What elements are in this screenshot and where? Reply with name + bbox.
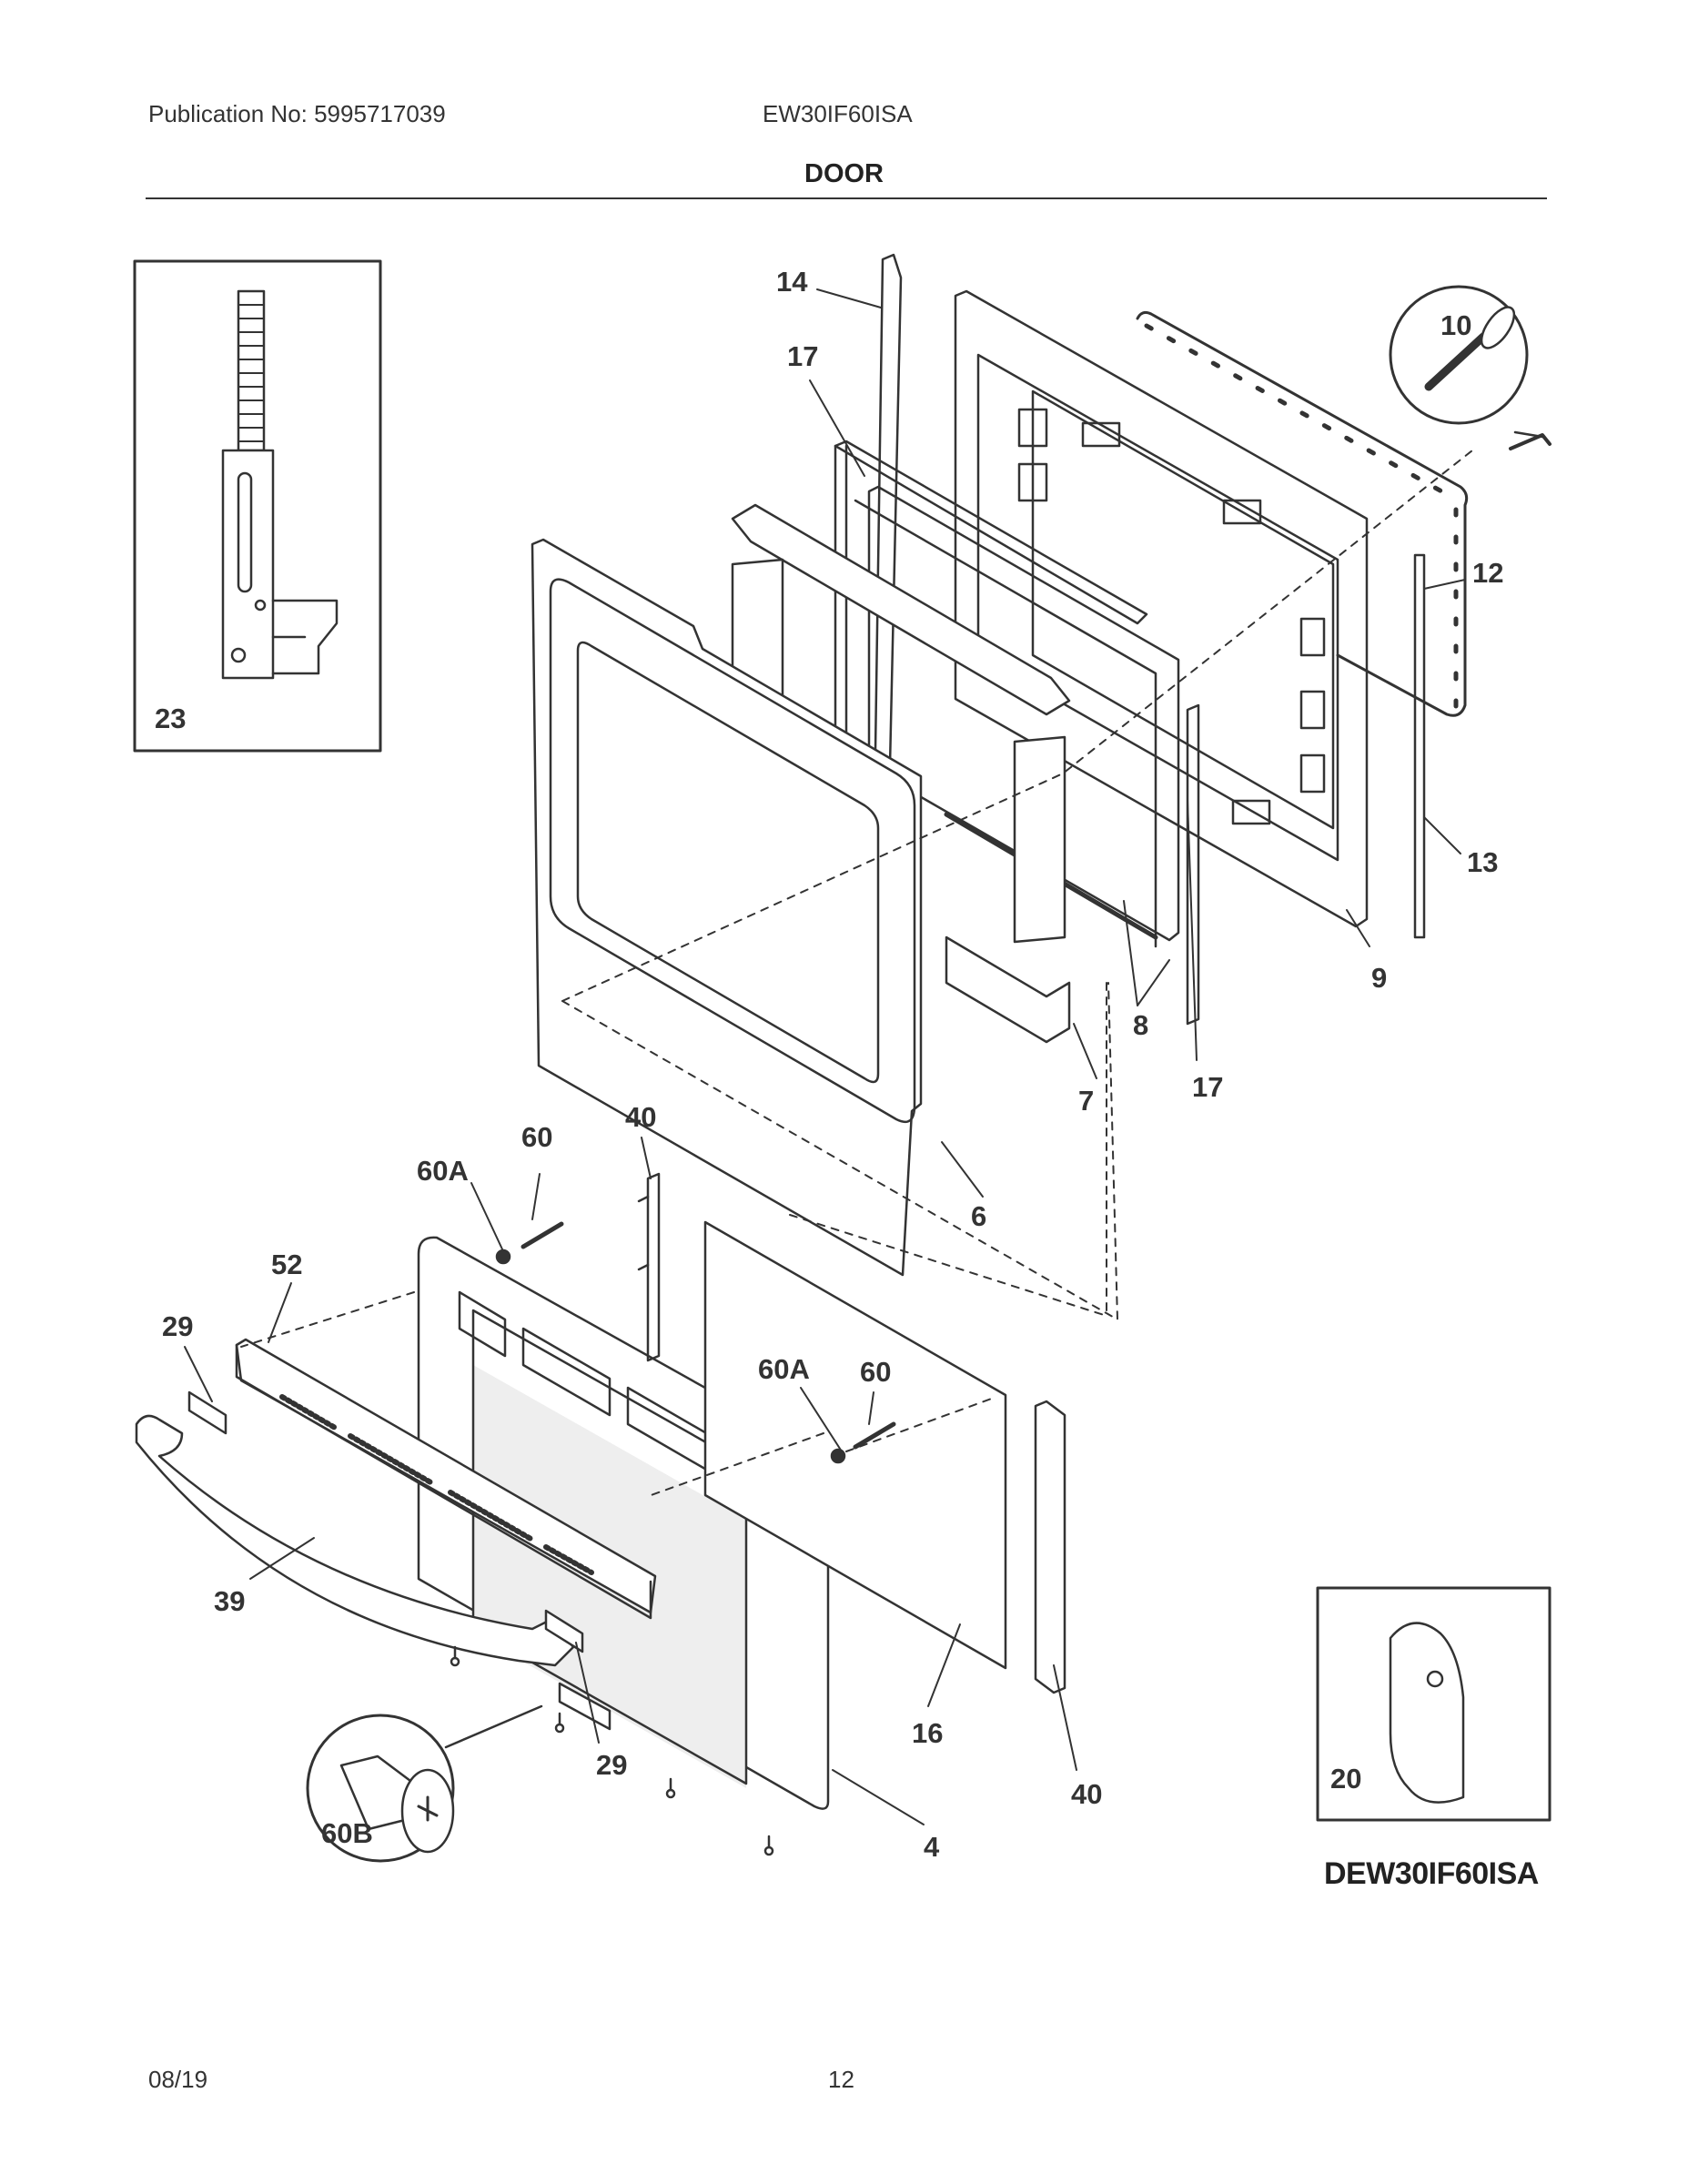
callout-20: 20 — [1330, 1763, 1361, 1795]
callout-13: 13 — [1467, 846, 1498, 878]
publication-number: Publication No: 5995717039 — [148, 100, 446, 127]
inner-door-liner-9 — [954, 289, 1369, 928]
callout-12: 12 — [1472, 557, 1503, 589]
endcap-29-left — [187, 1390, 227, 1435]
callout-10: 10 — [1440, 309, 1471, 341]
diagram-model-code: DEW30IF60ISA — [1324, 1856, 1539, 1891]
inset-part-20 — [1316, 1586, 1552, 1822]
leader-lines — [184, 288, 1466, 1825]
bottom-screws — [450, 1645, 774, 1856]
inset-screw-60B — [306, 1704, 543, 1863]
callout-39: 39 — [214, 1585, 245, 1617]
door-panel-6 — [531, 538, 923, 1277]
callout-60-right: 60 — [860, 1356, 891, 1388]
section-title: DOOR — [804, 159, 884, 188]
header-rule — [146, 197, 1547, 199]
callout-60-left: 60 — [521, 1121, 552, 1153]
callout-17-upper: 17 — [787, 340, 818, 372]
handle-39 — [135, 1414, 575, 1667]
bracket-40-right — [1034, 1400, 1066, 1694]
endcap-29-right — [544, 1609, 584, 1653]
strip-13 — [1413, 553, 1426, 939]
callout-52: 52 — [271, 1249, 302, 1280]
callout-40-right: 40 — [1071, 1778, 1102, 1810]
callout-8: 8 — [1133, 1009, 1148, 1041]
callout-40-left: 40 — [625, 1101, 656, 1133]
frame-17-lower — [1186, 703, 1200, 1026]
callout-29-left: 29 — [162, 1310, 193, 1342]
footer-page-number: 12 — [828, 2066, 854, 2093]
callout-23: 23 — [155, 703, 186, 734]
gasket-12 — [1136, 310, 1469, 717]
screw-60-left — [495, 1221, 564, 1265]
alignment-lines-upper — [561, 450, 1473, 1320]
inset-bolt-10 — [1389, 285, 1552, 450]
callout-4: 4 — [924, 1831, 940, 1863]
bracket-40-left — [637, 1172, 661, 1362]
callout-9: 9 — [1371, 962, 1387, 994]
model-number: EW30IF60ISA — [763, 100, 913, 127]
callout-17-lower: 17 — [1192, 1071, 1223, 1103]
callout-16: 16 — [912, 1717, 943, 1749]
callout-6: 6 — [971, 1200, 986, 1232]
callout-60B: 60B — [321, 1817, 373, 1849]
screw-60-right — [830, 1421, 896, 1464]
callout-7: 7 — [1078, 1085, 1094, 1117]
callout-60A-right: 60A — [758, 1353, 810, 1385]
callout-14: 14 — [776, 266, 808, 298]
callout-29-right: 29 — [596, 1749, 627, 1781]
callout-60A-left: 60A — [417, 1155, 469, 1187]
footer-date: 08/19 — [148, 2066, 208, 2093]
control-panel-52 — [235, 1338, 657, 1620]
inset-hinge-23 — [133, 259, 382, 753]
